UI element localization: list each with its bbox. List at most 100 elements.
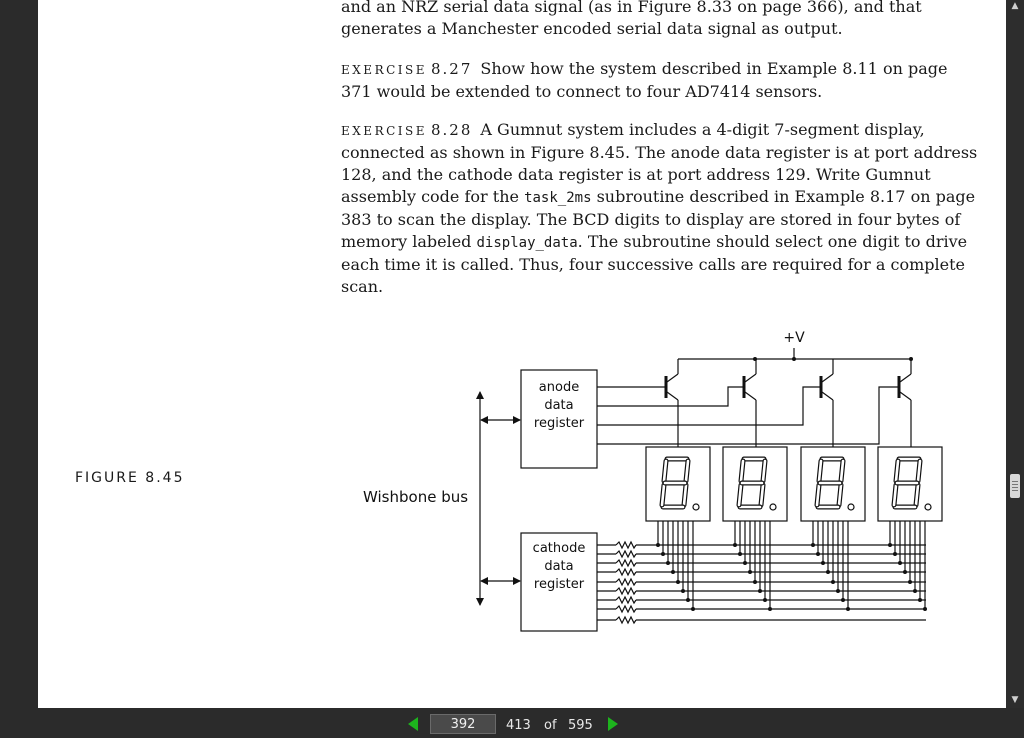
segment-e [892,483,898,507]
tap-junction-dot [691,607,695,611]
tap-junction-dot [753,580,757,584]
cathode-lines [597,521,927,625]
decimal-point [924,503,932,511]
tap-junction-dot [821,561,825,565]
exercise-label: EXERCISE [341,63,427,77]
bus-label: Wishbone bus [363,488,468,506]
segment-b [839,459,845,483]
resistor-7 [615,595,637,605]
page-navigation-bar: 413 of 595 [0,708,1024,738]
cathode-register-label-line-1: cathode [533,541,586,556]
resistor-6 [615,586,637,596]
tap-junction-dot [918,598,922,602]
anode-data-register-box [520,369,598,469]
vertical-scrollbar[interactable]: ▲ ▼ [1006,0,1024,708]
tap-junction-dot [681,589,685,593]
segment-e [737,483,743,507]
tap-junction-dot [686,598,690,602]
exercise-label: EXERCISE [341,124,427,138]
tap-junction-dot [661,552,665,556]
figure-8-45-schematic: +V Wishbone bus anode data register cath… [363,330,943,632]
anode-register-label-line-2: data [544,398,573,413]
segment-f [894,459,900,483]
resistor-2 [615,549,637,559]
tap-junction-dot [826,570,830,574]
intro-paragraph: and an NRZ serial data signal (as in Fig… [341,0,922,38]
tap-junction-dot [816,552,820,556]
transistor-emitter-1 [666,391,679,401]
figure-caption: FIGURE 8.45 [75,470,185,486]
tap-junction-dot [768,607,772,611]
tap-junction-dot [743,561,747,565]
tap-junction-dot [888,543,892,547]
resistor-4 [615,567,637,577]
tap-junction-dot [846,607,850,611]
total-pages: 595 [568,718,593,733]
left-gutter [0,0,38,708]
tap-junction-dot [811,543,815,547]
tap-junction-dot [841,598,845,602]
schematic-labels: +V Wishbone bus anode data register cath… [363,330,805,592]
scroll-down-arrow-icon[interactable]: ▼ [1011,695,1019,705]
transistor-collector-4 [899,373,912,383]
segment-b [684,459,690,483]
decimal-point [847,503,855,511]
segment-f [817,459,823,483]
tap-junction-dot [758,589,762,593]
exercise-text: Show how the system described in Example… [341,59,948,101]
decimal-point [692,503,700,511]
exercise-number: 8.27 [431,60,473,78]
transistor-collector-3 [821,373,834,383]
seven-segment-displays [645,446,943,522]
tap-junction-dot [923,607,927,611]
tap-junction-dot [748,570,752,574]
tap-junction-dot [738,552,742,556]
tap-junction-dot [763,598,767,602]
resistor-5 [615,577,637,587]
seven-segment-digit-2 [722,446,788,522]
cathode-register-label-line-2: data [544,559,573,574]
scrollbar-thumb[interactable] [1010,474,1020,498]
segment-f [739,459,745,483]
tap-junction-dot [913,589,917,593]
code-task-2ms: task_2ms [524,190,592,206]
decimal-point [769,503,777,511]
tap-junction-dot [836,589,840,593]
tap-junction-dot [893,552,897,556]
tap-junction-dot [898,561,902,565]
exercise-number: 8.28 [431,121,473,139]
scroll-up-arrow-icon[interactable]: ▲ [1011,1,1019,11]
exercise-text-part-3: . The subroutine should select one digit… [341,232,968,296]
previous-page-arrow-icon[interactable] [408,717,418,731]
resistor-9 [615,615,637,625]
exercise-text-part-2: subroutine described in Example 8.17 on … [341,187,976,251]
next-page-arrow-icon[interactable] [608,717,618,731]
anode-register-label-line-3: register [534,416,585,431]
tap-junction-dot [666,561,670,565]
seven-segment-digit-1 [645,446,711,522]
segment-c [759,483,765,507]
seven-segment-digit-4 [877,446,943,522]
segment-c [837,483,843,507]
tap-junction-dot [671,570,675,574]
tap-junction-dot [733,543,737,547]
transistor-collector-1 [666,373,679,383]
page-number-input[interactable] [430,714,496,734]
transistor-collector-2 [744,373,757,383]
tap-junction-dot [831,580,835,584]
resistor-3 [615,558,637,568]
of-label: of [544,718,557,733]
transistor-emitter-2 [744,391,757,401]
anode-drive-line-4 [597,386,899,445]
segment-c [682,483,688,507]
segment-e [660,483,666,507]
segment-f [662,459,668,483]
segment-c [914,483,920,507]
transistor-emitter-4 [899,391,912,401]
anode-drive-line-3 [597,386,821,426]
cathode-register-label-line-3: register [534,577,585,592]
code-display-data: display_data [476,235,578,251]
